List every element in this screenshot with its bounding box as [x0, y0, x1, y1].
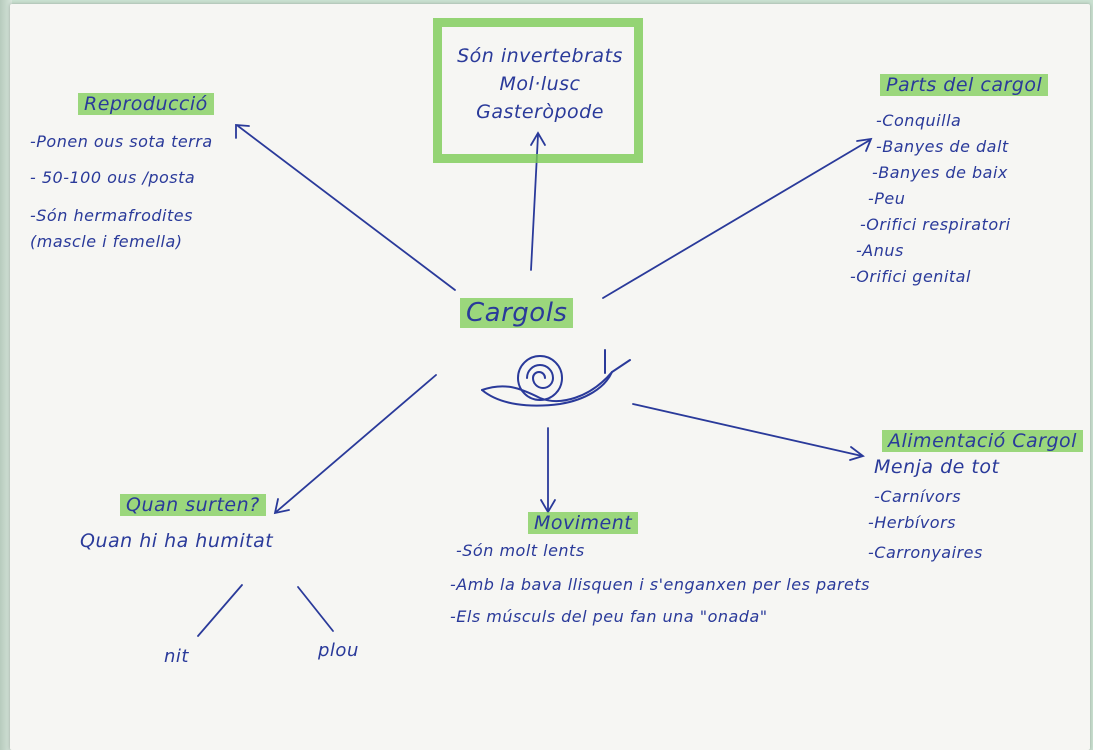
top-box-line-3: Gasteròpode: [476, 101, 604, 123]
connector-plou: [297, 586, 334, 632]
arrowhead-alimentacio: [849, 446, 865, 461]
snail-icon: [481, 349, 631, 407]
center-node: Cargols: [460, 298, 574, 328]
reproduccio-item: - 50-100 ous /posta: [30, 168, 196, 187]
parts-title: Parts del cargol: [880, 74, 1049, 96]
branch-plou: plou: [318, 640, 359, 661]
quan-surten-subtitle: Quan hi ha humitat: [80, 530, 274, 552]
parts-node: Parts del cargol -Conquilla -Banyes de d…: [846, 74, 1049, 290]
alimentacio-item: -Herbívors: [868, 513, 956, 532]
reproduccio-item: -Ponen ous sota terra: [30, 132, 213, 151]
parts-item: -Orifici respiratori: [860, 215, 1011, 234]
quan-surten-node: Quan surten? Quan hi ha humitat: [80, 494, 273, 552]
reproduccio-title: Reproducció: [78, 93, 214, 115]
moviment-title: Moviment: [528, 512, 639, 534]
arrowhead-parts: [856, 137, 873, 152]
alimentacio-item: -Carronyaires: [868, 543, 983, 562]
moviment-item: -Els músculs del peu fan una "onada": [450, 607, 768, 626]
parts-item: -Peu: [868, 189, 906, 208]
top-box-text: Són invertebrats Mol·lusc Gasteròpode: [440, 42, 640, 126]
alimentacio-subtitle: Menja de tot: [874, 456, 1000, 478]
connector-quan-surten: [275, 374, 437, 513]
moviment-node: Moviment -Són molt lents -Amb la bava ll…: [450, 512, 870, 630]
paper-sheet: [10, 4, 1090, 750]
parts-item: -Orifici genital: [850, 267, 971, 286]
top-box-frame: [433, 18, 643, 163]
parts-item: -Conquilla: [876, 111, 962, 130]
connector-alimentacio: [632, 403, 863, 457]
parts-item: -Anus: [856, 241, 904, 260]
connector-reproduccio: [237, 125, 456, 291]
parts-item: -Banyes de baix: [872, 163, 1008, 182]
connector-nit: [197, 584, 243, 637]
arrowhead-quan-surten: [273, 498, 290, 515]
arrowhead-reproduccio: [235, 124, 250, 139]
reproduccio-item: (mascle i femella): [30, 232, 183, 251]
branch-nit: nit: [164, 646, 189, 667]
quan-surten-title: Quan surten?: [120, 494, 266, 516]
top-box-line-1: Són invertebrats: [457, 45, 623, 67]
parts-item: -Banyes de dalt: [876, 137, 1009, 156]
moviment-item: -Amb la bava llisquen i s'enganxen per l…: [450, 575, 870, 594]
moviment-item: -Són molt lents: [456, 541, 585, 560]
arrowhead-top: [530, 131, 546, 146]
alimentacio-node: Alimentació Cargol Menja de tot -Carnívo…: [868, 430, 1083, 566]
center-label: Cargols: [460, 298, 574, 328]
top-box-line-2: Mol·lusc: [499, 73, 581, 95]
alimentacio-title: Alimentació Cargol: [882, 430, 1083, 452]
reproduccio-node: Reproducció -Ponen ous sota terra - 50-1…: [30, 93, 214, 255]
background-edge: [0, 0, 12, 750]
connector-parts: [602, 139, 871, 299]
alimentacio-item: -Carnívors: [874, 487, 962, 506]
reproduccio-item: -Són hermafrodites: [30, 206, 193, 225]
